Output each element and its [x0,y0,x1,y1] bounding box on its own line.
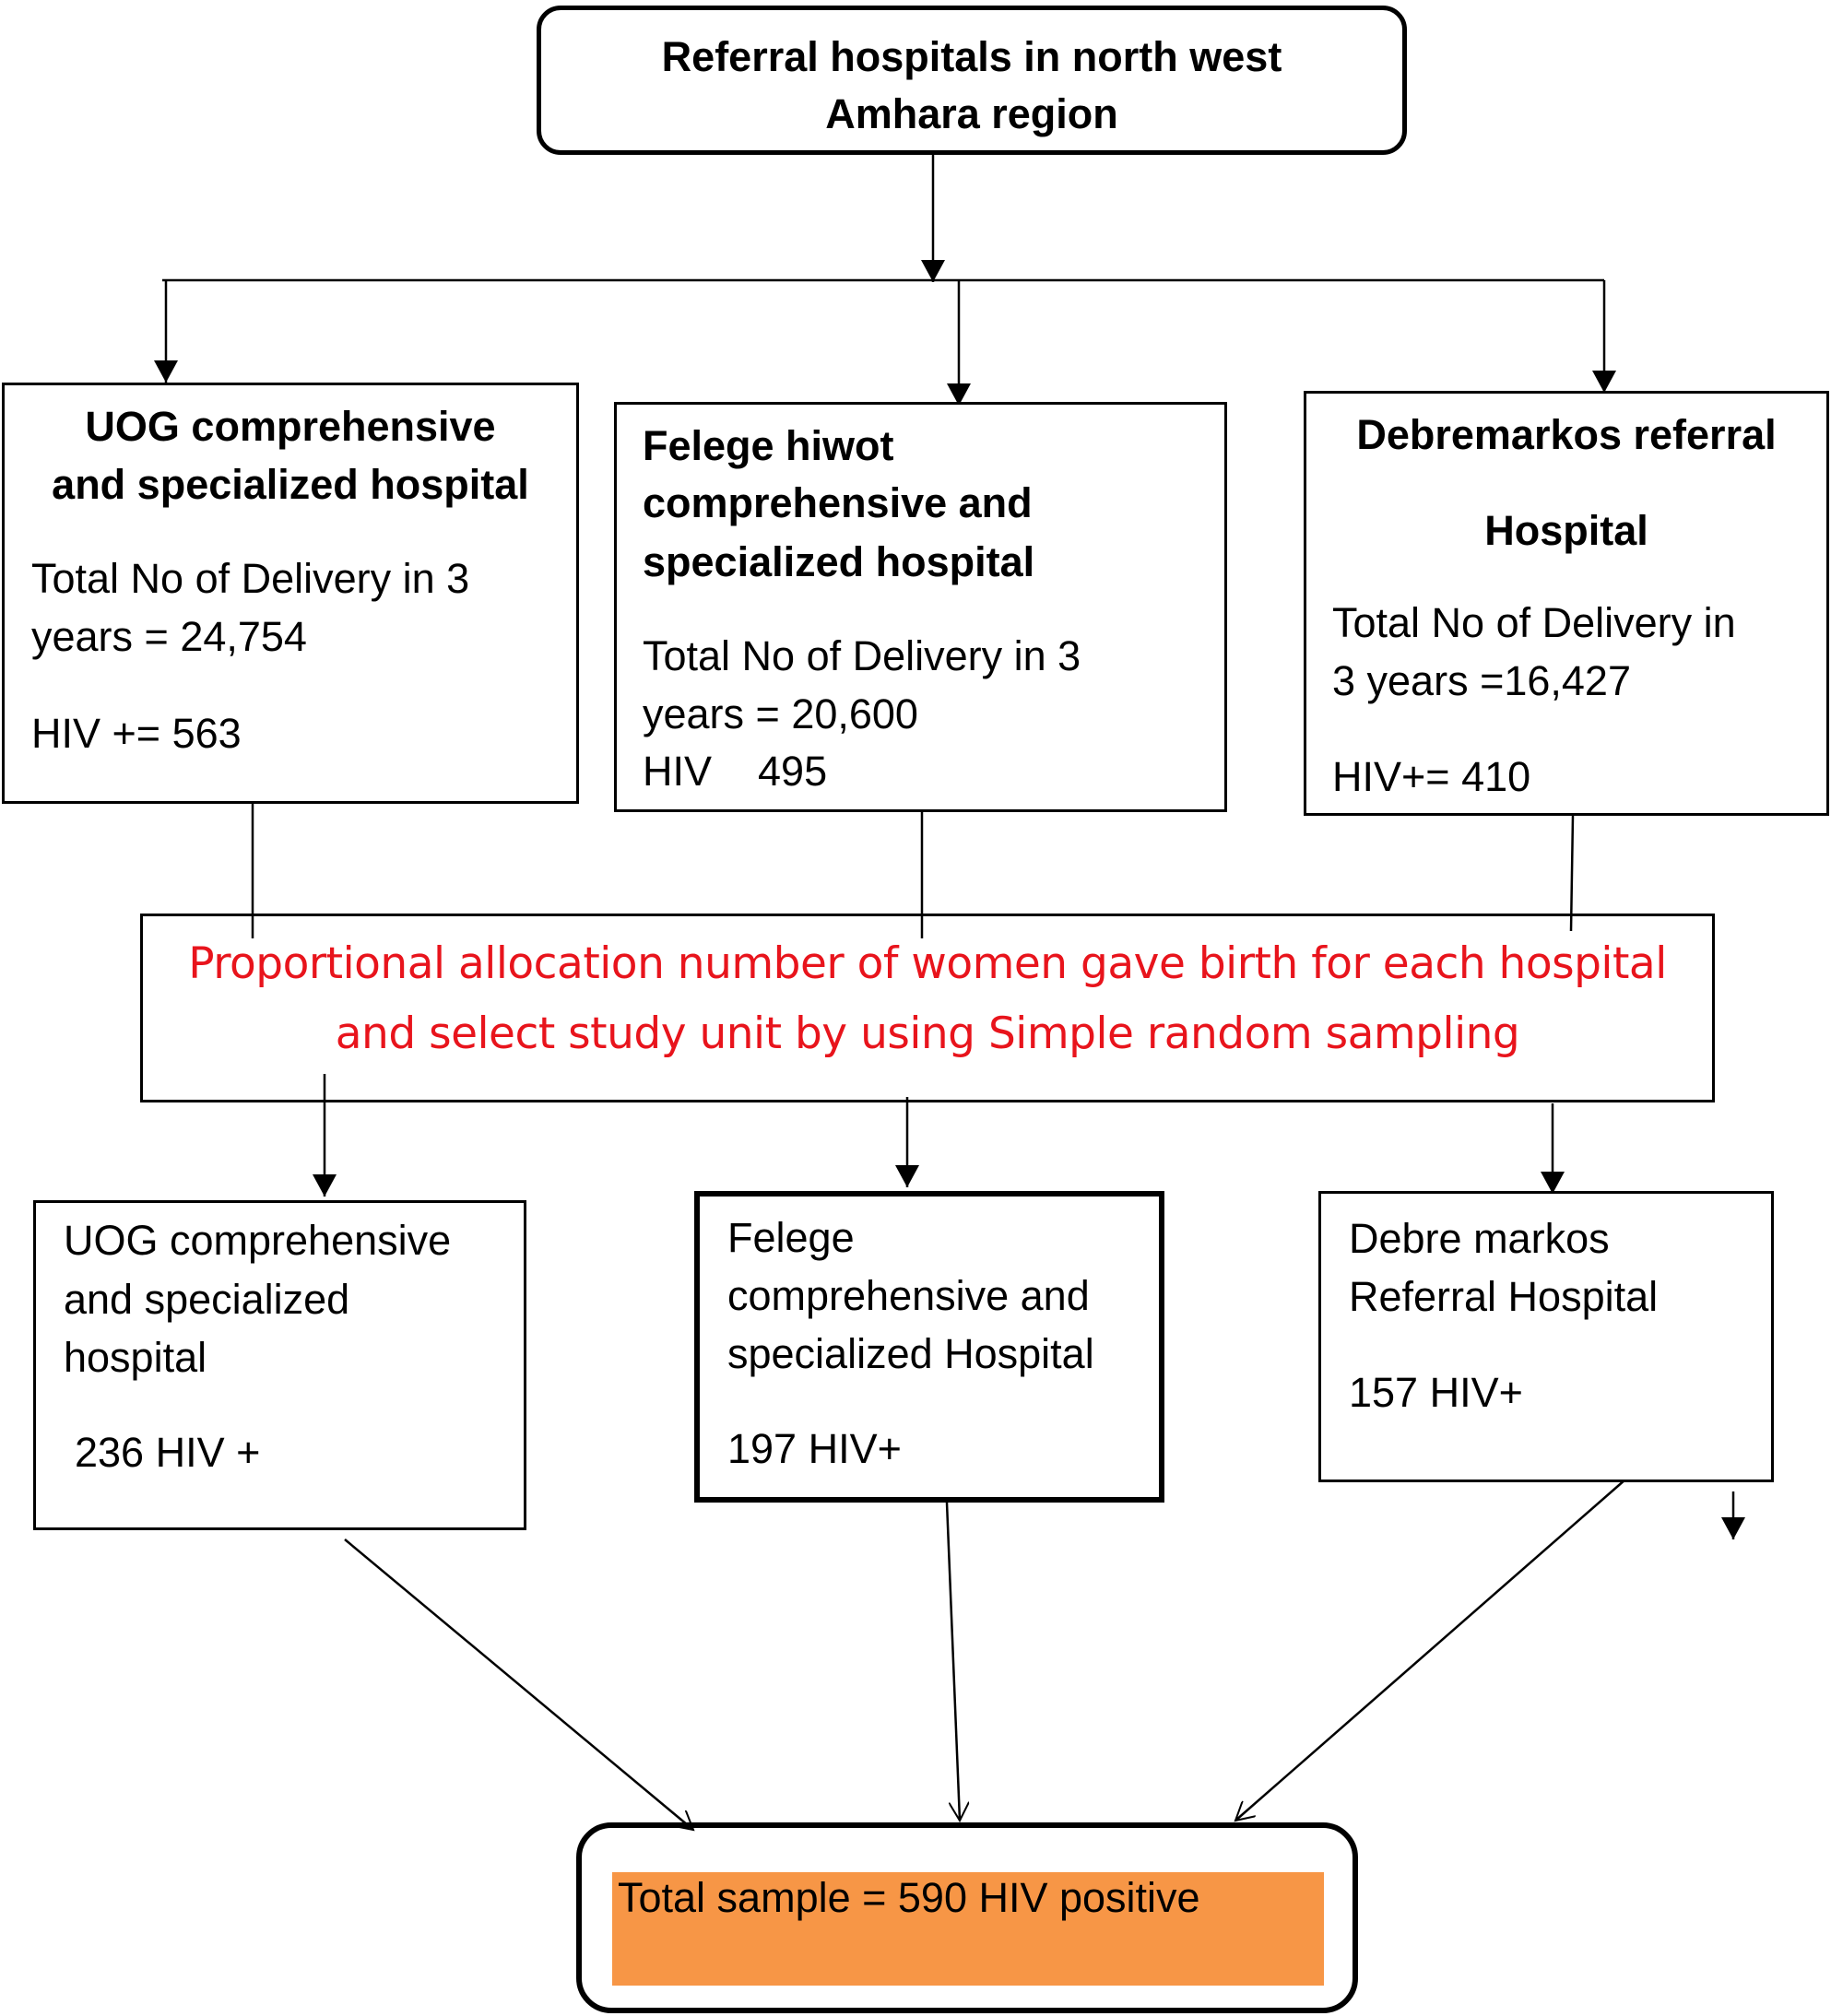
debre-title-line2: Hospital [1484,507,1648,554]
uog-hiv-count: HIV += 563 [31,710,242,757]
debre-title-line1: Debremarkos referral [1356,411,1777,458]
debre-sample-hiv: 157 HIV+ [1349,1369,1523,1416]
felege-sample-line3: specialized Hospital [727,1330,1094,1377]
felege-delivery-line1: Total No of Delivery in 3 [643,632,1081,679]
line-debre-to-allocation [1569,815,1575,932]
allocation-text-line2: and select study unit by using Simple ra… [335,1008,1520,1059]
total-sample-highlight [612,1872,1324,1986]
debre-hiv-count: HIV+= 410 [1332,753,1531,800]
uog-sample-line1: UOG comprehensive [64,1217,452,1264]
arrow-uog-to-total [344,1539,693,1830]
felege-title-line3: specialized hospital [643,538,1035,585]
felege-sample-box [694,1191,1164,1503]
total-sample-label: Total sample = 590 HIV positive [618,1874,1200,1921]
debre-sample-box [1318,1191,1774,1482]
debre-delivery-line1: Total No of Delivery in [1332,599,1736,646]
total-sample-box [576,1822,1358,2013]
felege-sample-line1: Felege [727,1214,855,1261]
arrow-debre-to-total [1235,1479,1626,1821]
felege-hospital-box [614,402,1227,812]
uog-delivery-line2: years = 24,754 [31,613,307,660]
debre-delivery-line2: 3 years =16,427 [1332,657,1631,704]
uog-sample-hiv: 236 HIV + [75,1429,261,1476]
top-box-title-line2: Amhara region [825,90,1118,137]
uog-title-line2: and specialized hospital [52,461,529,508]
felege-title-line1: Felege hiwot [643,422,894,469]
allocation-box [140,914,1715,1102]
uog-delivery-line1: Total No of Delivery in 3 [31,555,470,602]
top-box [537,6,1407,155]
felege-sample-hiv: 197 HIV+ [727,1425,902,1472]
allocation-text-line1: Proportional allocation number of women … [188,938,1667,989]
top-box-title-line1: Referral hospitals in north west [661,33,1282,80]
debre-sample-line1: Debre markos [1349,1215,1610,1262]
felege-sample-line2: comprehensive and [727,1272,1090,1319]
arrow-felege-to-total [945,1502,960,1821]
uog-sample-line2: and specialized [64,1276,350,1323]
felege-hiv-count: HIV 495 [643,748,828,795]
uog-title-line1: UOG comprehensive [85,403,496,450]
debre-hospital-box [1304,391,1829,816]
uog-sample-line3: hospital [64,1334,207,1381]
felege-delivery-line2: years = 20,600 [643,690,918,737]
uog-hospital-box [2,383,579,804]
debre-sample-line2: Referral Hospital [1349,1273,1659,1320]
felege-title-line2: comprehensive and [643,479,1033,526]
uog-sample-box [33,1200,526,1530]
